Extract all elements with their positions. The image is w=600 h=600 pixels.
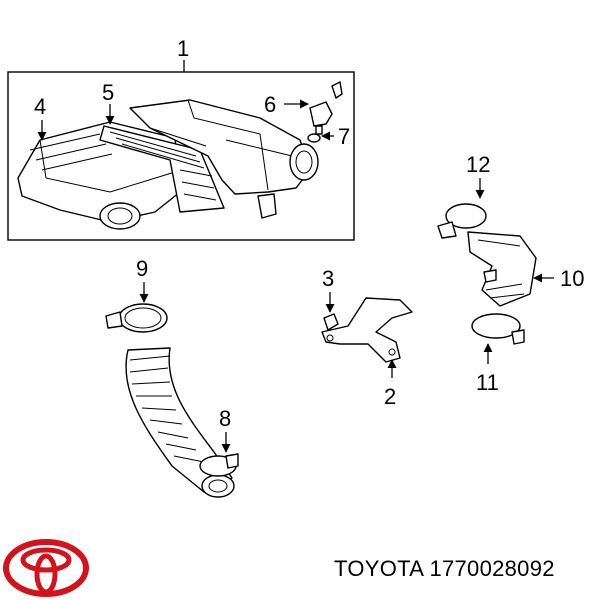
airflow-sensor	[309, 81, 343, 135]
hose-clamp-8	[199, 453, 239, 477]
callout-6: 6	[264, 92, 276, 117]
connector-hose	[467, 231, 537, 307]
callout-4: 4	[34, 94, 46, 119]
callout-11: 11	[476, 370, 499, 395]
callout-3: 3	[322, 266, 334, 291]
footer-caption: TOYOTA 1770028092	[334, 556, 574, 582]
bolt	[323, 313, 339, 331]
callout-9: 9	[136, 256, 148, 281]
intake-hose	[125, 347, 235, 498]
callout-12: 12	[466, 152, 490, 177]
hose-clamp-11	[471, 313, 525, 345]
brand-name: TOYOTA	[334, 556, 424, 581]
callout-1: 1	[177, 36, 189, 61]
toyota-emblem-icon	[3, 539, 89, 597]
callout-2: 2	[384, 384, 396, 409]
grommet	[307, 133, 321, 143]
bracket	[321, 297, 413, 363]
callout-8: 8	[219, 406, 231, 431]
assembly-frame	[7, 71, 355, 241]
air-cleaner-case-upper	[129, 99, 319, 219]
part-number: 1770028092	[429, 556, 555, 581]
hose-clamp-12	[437, 203, 487, 239]
hose-clamp-9	[105, 303, 168, 333]
callout-7: 7	[338, 124, 350, 149]
callout-10: 10	[560, 266, 584, 291]
callout-5: 5	[102, 80, 114, 105]
